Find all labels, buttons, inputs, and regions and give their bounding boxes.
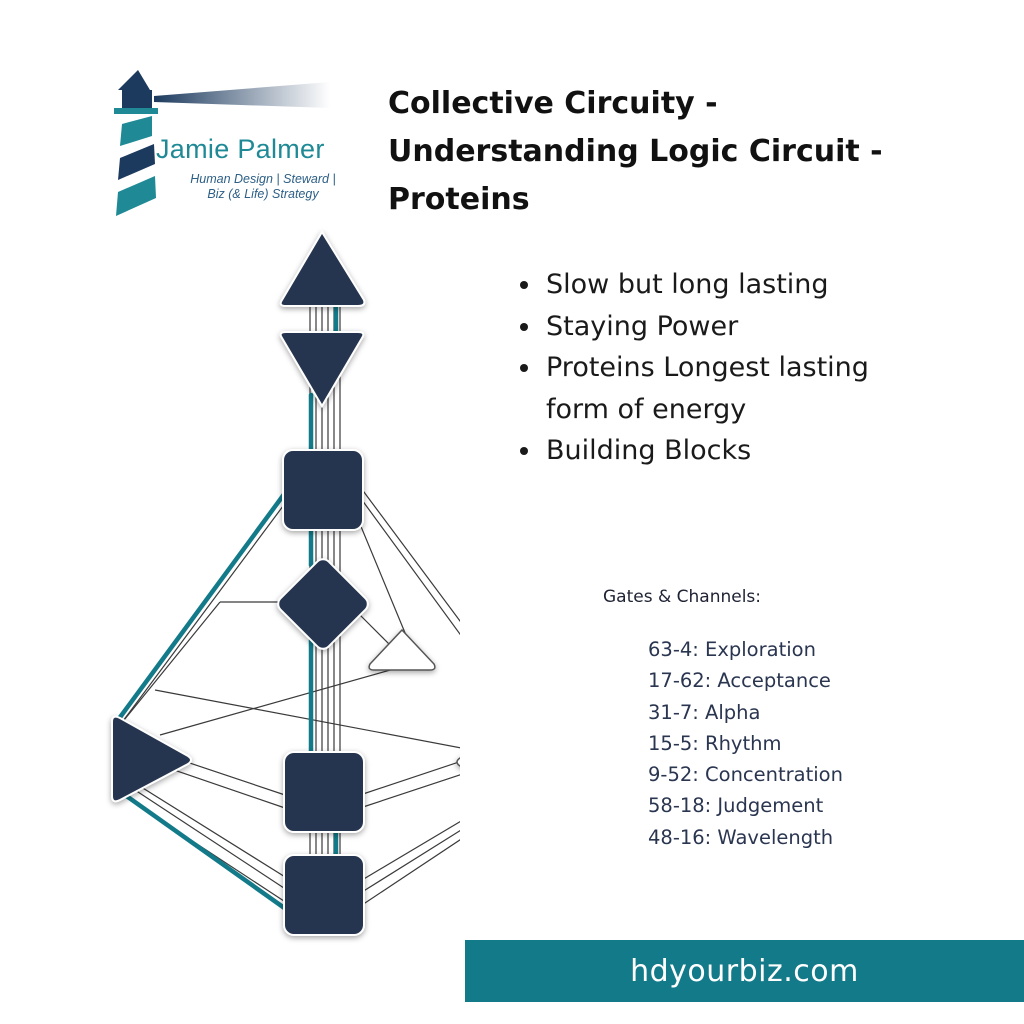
logo-name: Jamie Palmer — [156, 134, 325, 164]
head-center — [279, 230, 366, 307]
logo-tagline-line2: Biz (& Life) Strategy — [207, 187, 319, 201]
lighthouse-logo-icon — [114, 70, 330, 216]
solar-plexus-center — [456, 757, 460, 767]
footer-banner: hdyourbiz.com — [465, 940, 1024, 1002]
sacral-center — [283, 751, 365, 833]
gate-item: 48-16: Wavelength — [648, 825, 834, 849]
bullet-item: Building Blocks — [516, 430, 936, 472]
title-line-2: Understanding Logic Circuit - — [388, 134, 883, 169]
page-title: Collective Circuity - Understanding Logi… — [388, 80, 948, 224]
gate-item: 9-52: Concentration — [648, 763, 843, 787]
bodygraph-diagram — [111, 230, 460, 936]
gate-item: 17-62: Acceptance — [648, 669, 831, 693]
title-line-1: Collective Circuity - — [388, 86, 718, 121]
gates-list: 63-4: Exploration 17-62: Acceptance 31-7… — [648, 634, 843, 853]
bullet-item: Proteins Longest lasting form of energy — [516, 347, 936, 430]
throat-center — [282, 449, 364, 531]
bullet-item: Staying Power — [516, 306, 936, 348]
gate-item: 31-7: Alpha — [648, 700, 761, 724]
gate-item: 58-18: Judgement — [648, 794, 824, 818]
root-center — [283, 854, 365, 936]
gate-item: 15-5: Rhythm — [648, 731, 782, 755]
gates-header: Gates & Channels: — [603, 587, 762, 607]
spleen-center — [111, 715, 192, 803]
logo-tagline: Human Design | Steward | Biz (& Life) St… — [158, 172, 368, 202]
ajna-center — [279, 331, 365, 408]
title-line-3: Proteins — [388, 182, 530, 217]
website-link[interactable]: hdyourbiz.com — [630, 953, 859, 989]
bullet-item: Slow but long lasting — [516, 264, 936, 306]
bullet-list: Slow but long lasting Staying Power Prot… — [516, 264, 936, 472]
gate-item: 63-4: Exploration — [648, 638, 816, 661]
heart-center — [368, 628, 436, 671]
g-center — [277, 558, 369, 650]
logo-tagline-line1: Human Design | Steward | — [190, 172, 336, 186]
